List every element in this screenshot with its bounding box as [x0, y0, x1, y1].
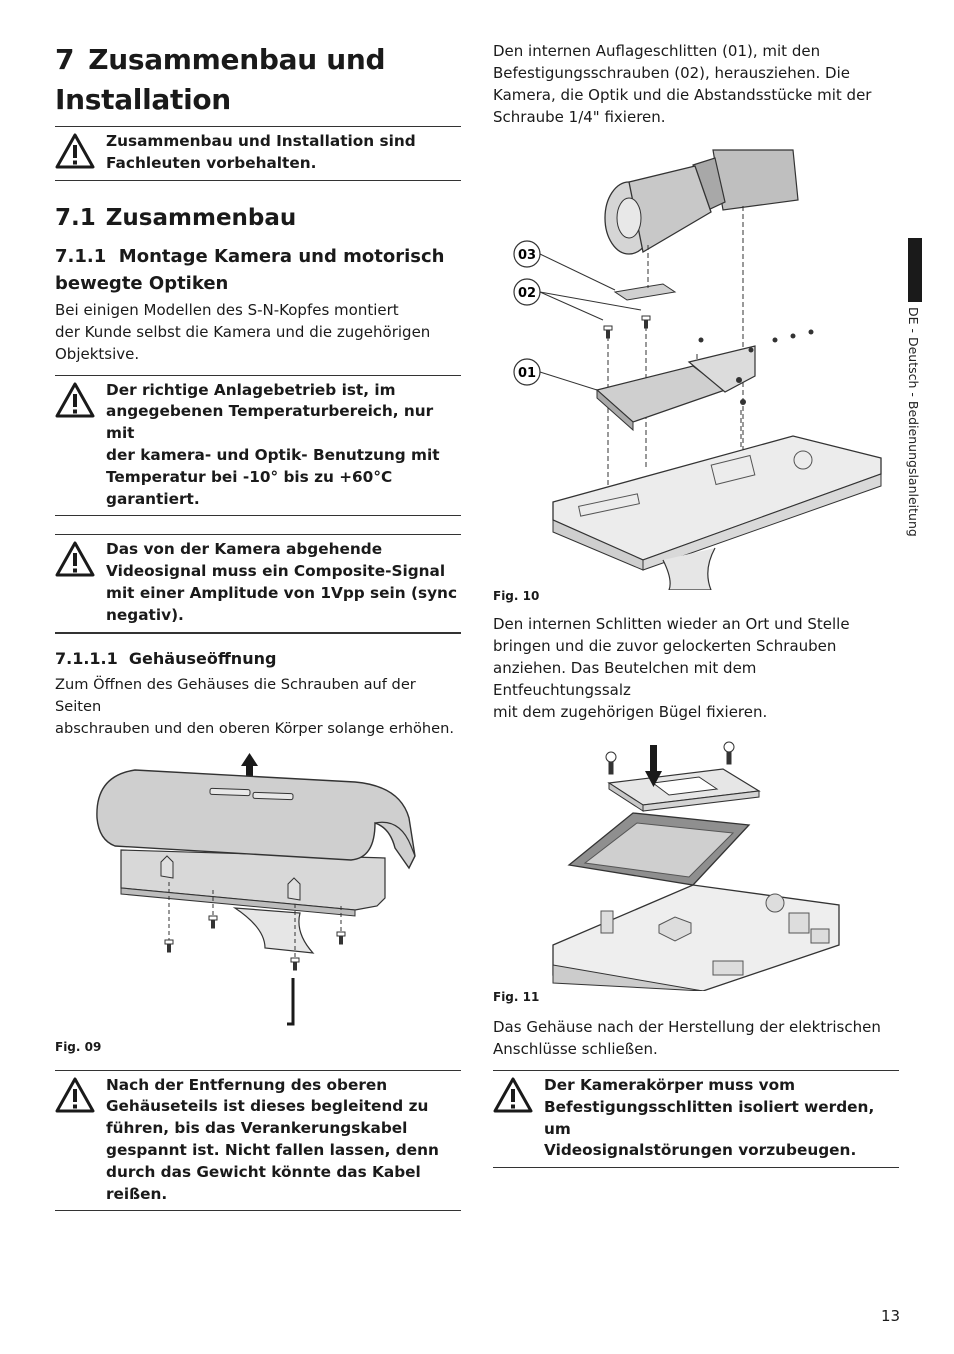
warning-line: negativ).	[106, 605, 184, 624]
text-line: Den internen Auflageschlitten (01), mit …	[493, 42, 821, 60]
warning-triangle-icon	[55, 382, 95, 418]
section-number: 7.1	[55, 204, 96, 231]
warning-triangle-icon	[55, 1077, 95, 1113]
figure-10: 03 02 01	[493, 140, 899, 591]
warning-line: Der Kamerakörper muss vom	[544, 1076, 796, 1094]
paragraph-replace-slide: Den internen Schlitten wieder an Ort und…	[493, 613, 899, 723]
warning-line: Gehäuseteils ist dieses begleitend zu	[106, 1097, 429, 1116]
figure-caption: Fig. 10	[493, 589, 540, 603]
chapter-title: 7 Zusammenbau und Installation	[55, 40, 461, 120]
warning-text: Der Kamerakörper muss vom Befestigungssc…	[544, 1075, 899, 1162]
warning-line: Fachleuten vorbehalten.	[106, 153, 317, 172]
warning-line: angegebenen Temperaturbereich, nur mit	[106, 402, 434, 443]
warning-isolation: Der Kamerakörper muss vom Befestigungssc…	[493, 1070, 899, 1169]
section-title-line2: bewegte Optiken	[55, 272, 229, 294]
page-number: 13	[881, 1307, 901, 1325]
paragraph-pull-slide: Den internen Auflageschlitten (01), mit …	[493, 40, 899, 128]
text-line: Befestigungsschrauben (02), herausziehen…	[493, 64, 850, 82]
section-heading-7-1: 7.1 Zusammenbau	[55, 203, 461, 233]
text-line: mit dem zugehörigen Bügel fixieren.	[493, 703, 768, 721]
text-line: Das Gehäuse nach der Herstellung der ele…	[493, 1018, 881, 1036]
warning-line: der kamera- und Optik- Benutzung mit	[106, 445, 440, 464]
left-column: 7 Zusammenbau und Installation Zusammenba…	[55, 40, 461, 1212]
warning-line: Temperatur bei -10° bis zu +60°C garanti…	[106, 467, 393, 508]
sidebar-language-label: DE - Deutsch - Bedienungslanleitung	[906, 307, 921, 537]
figure-caption: Fig. 09	[55, 1039, 102, 1054]
callout-02: 02	[513, 278, 642, 321]
section-heading-7-1-1-1: 7.1.1.1 Gehäuseöffnung	[55, 648, 461, 670]
warning-professionals: Zusammenbau und Installation sind Fachle…	[55, 126, 461, 181]
callout-03: 03	[513, 240, 616, 291]
warning-text: Nach der Entfernung des oberen Gehäusete…	[106, 1075, 461, 1206]
warning-line: mit einer Amplitude von 1Vpp sein (sync	[106, 583, 458, 602]
section-number: 7.1.1.1	[55, 648, 118, 668]
housing-opening-illustration	[96, 752, 416, 1026]
callout-label-03: 03	[518, 248, 536, 263]
warning-line: gespannt ist. Nicht fallen lassen, denn	[106, 1140, 439, 1159]
warning-line: Zusammenbau und Installation sind	[106, 132, 416, 150]
warning-text: Zusammenbau und Installation sind Fachle…	[106, 131, 416, 175]
figure-09	[55, 748, 461, 1048]
section-title: Gehäuseöffnung	[128, 648, 277, 668]
warning-line: Das von der Kamera abgehende	[106, 540, 383, 559]
warning-line: Videosignalstörungen vorzubeugen.	[544, 1141, 857, 1160]
text-line: Den internen Schlitten wieder an Ort und…	[493, 615, 850, 633]
chapter-title-line2: Installation	[55, 83, 231, 116]
warning-temperature: Der richtige Anlagebetrieb ist, im angeg…	[55, 374, 461, 517]
warning-line: Befestigungsschlitten isoliert werden, u…	[544, 1097, 875, 1138]
warning-cable: Nach der Entfernung des oberen Gehäusete…	[55, 1069, 461, 1212]
figure-caption: Fig. 11	[493, 990, 540, 1004]
warning-line: Der richtige Anlagebetrieb ist, im	[106, 380, 396, 399]
text-line: anziehen. Das Beutelchen mit dem Entfeuc…	[493, 659, 757, 699]
callout-label-02: 02	[518, 286, 536, 301]
text-line: Anschlüsse schließen.	[493, 1040, 658, 1058]
warning-text: Das von der Kamera abgehende Videosignal…	[106, 539, 457, 626]
warning-line: Videosignal muss ein Composite-Signal	[106, 562, 446, 581]
warning-line: durch das Gewicht könnte das Kabel reiße…	[106, 1162, 421, 1203]
text-line: Objektsive.	[55, 344, 140, 363]
text-line: Schraube 1/4" fixieren.	[493, 108, 666, 126]
camera-mounting-illustration: 03 02 01	[513, 149, 882, 591]
warning-text: Der richtige Anlagebetrieb ist, im angeg…	[106, 380, 461, 511]
paragraph-close-housing: Das Gehäuse nach der Herstellung der ele…	[493, 1016, 899, 1060]
text-line: abschrauben und den oberen Körper solang…	[55, 719, 454, 737]
callout-01: 01	[513, 358, 598, 391]
text-line: Bei einigen Modellen des S-N-Kopfes mont…	[55, 300, 399, 319]
text-line: bringen und die zuvor gelockerten Schrau…	[493, 637, 837, 655]
callout-label-01: 01	[518, 366, 536, 381]
chapter-title-line1: Zusammenbau und	[88, 43, 386, 76]
text-line: der Kunde selbst die Kamera und die zuge…	[55, 322, 431, 341]
paragraph-open-housing: Zum Öffnen des Gehäuses die Schrauben au…	[55, 674, 461, 740]
warning-triangle-icon	[55, 541, 95, 577]
warning-triangle-icon	[493, 1077, 533, 1113]
paragraph-models: Bei einigen Modellen des S-N-Kopfes mont…	[55, 299, 461, 365]
text-line: Zum Öffnen des Gehäuses die Schrauben au…	[55, 675, 416, 715]
warning-line: Nach der Entfernung des oberen	[106, 1075, 388, 1094]
section-title: Zusammenbau	[105, 204, 297, 231]
section-heading-7-1-1: 7.1.1 Montage Kamera und motorisch beweg…	[55, 243, 461, 297]
section-title-line1: Montage Kamera und motorisch	[118, 245, 445, 267]
sidebar-tab-marker	[908, 238, 922, 302]
right-column: Den internen Auflageschlitten (01), mit …	[493, 40, 899, 1169]
warning-video-signal: Das von der Kamera abgehende Videosignal…	[55, 534, 461, 634]
desiccant-bag-illustration	[552, 741, 840, 992]
figure-11	[493, 735, 899, 992]
warning-triangle-icon	[55, 133, 95, 169]
text-line: Kamera, die Optik und die Abstandsstücke…	[493, 86, 872, 104]
section-number: 7.1.1	[55, 245, 107, 267]
chapter-number: 7	[55, 43, 75, 76]
warning-line: führen, bis das Verankerungskabel	[106, 1119, 408, 1138]
